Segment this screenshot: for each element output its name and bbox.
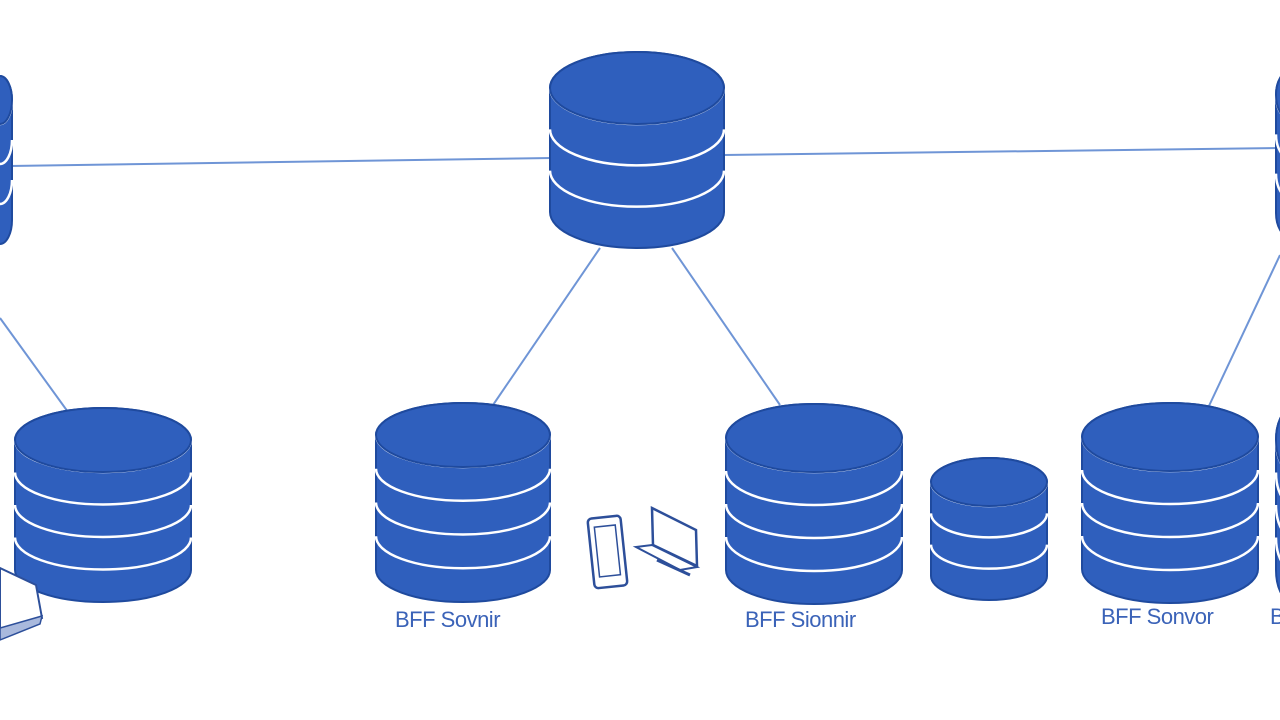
laptop-icon bbox=[632, 505, 701, 577]
connector-line-5 bbox=[0, 317, 69, 413]
connector-line-6 bbox=[1207, 254, 1280, 409]
server-label-1: BFF Sovnir bbox=[395, 607, 501, 632]
database-icon-4 bbox=[929, 457, 1049, 601]
server-label-4: B bbox=[1270, 604, 1280, 629]
database-icon-1 bbox=[13, 407, 193, 603]
database-icon-3 bbox=[724, 403, 904, 605]
database-icon-left-edge bbox=[0, 75, 14, 245]
databases bbox=[0, 51, 1280, 605]
connectors bbox=[0, 147, 1280, 413]
server-label-3: BFF Sonvor bbox=[1101, 604, 1214, 629]
devices bbox=[0, 505, 701, 641]
database-icon-right-partial bbox=[1274, 416, 1280, 594]
connector-line-3 bbox=[492, 247, 601, 406]
connector-line-1 bbox=[9, 157, 553, 167]
laptop-icon-left bbox=[0, 566, 44, 641]
database-icon-top bbox=[548, 51, 726, 249]
server-label-2: BFF Sionnir bbox=[745, 607, 856, 632]
connector-line-2 bbox=[723, 147, 1280, 156]
connector-line-4 bbox=[671, 247, 781, 406]
database-icon-2 bbox=[374, 402, 552, 603]
tablet-icon bbox=[586, 514, 629, 590]
database-icon-right-edge bbox=[1274, 76, 1280, 232]
database-icon-5 bbox=[1080, 402, 1260, 604]
